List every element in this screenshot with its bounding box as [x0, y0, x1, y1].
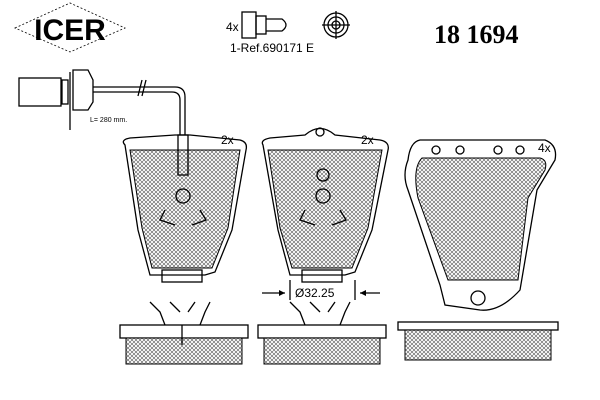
pad-3-side-view [397, 321, 559, 361]
sensor-length-label: L= 280 mm. [90, 117, 127, 124]
icer-logo: ICER [14, 2, 126, 53]
bolt-icon [241, 11, 287, 39]
pad-3-quantity: 4x [538, 141, 551, 155]
bolt-end-view-icon [322, 11, 350, 39]
brake-pad-3: 4x [404, 139, 557, 311]
brake-pad-1: 2x [122, 133, 248, 283]
pad-1-quantity: 2x [221, 133, 234, 147]
accessory-quantity: 4x [226, 20, 239, 34]
part-number: 18 1694 [434, 20, 519, 49]
pad-2-dimension: Ø32.25 [295, 286, 335, 300]
pad-2-side-view [257, 301, 387, 365]
pad-1-side-view [119, 301, 249, 365]
accessory-reference: 1-Ref.690171 E [230, 41, 314, 55]
wear-sensor: L= 280 mm. [18, 69, 186, 135]
brake-pad-2: 2x Ø32.25 [261, 127, 389, 300]
brand-name: ICER [34, 14, 106, 47]
pad-2-quantity: 2x [361, 133, 374, 147]
